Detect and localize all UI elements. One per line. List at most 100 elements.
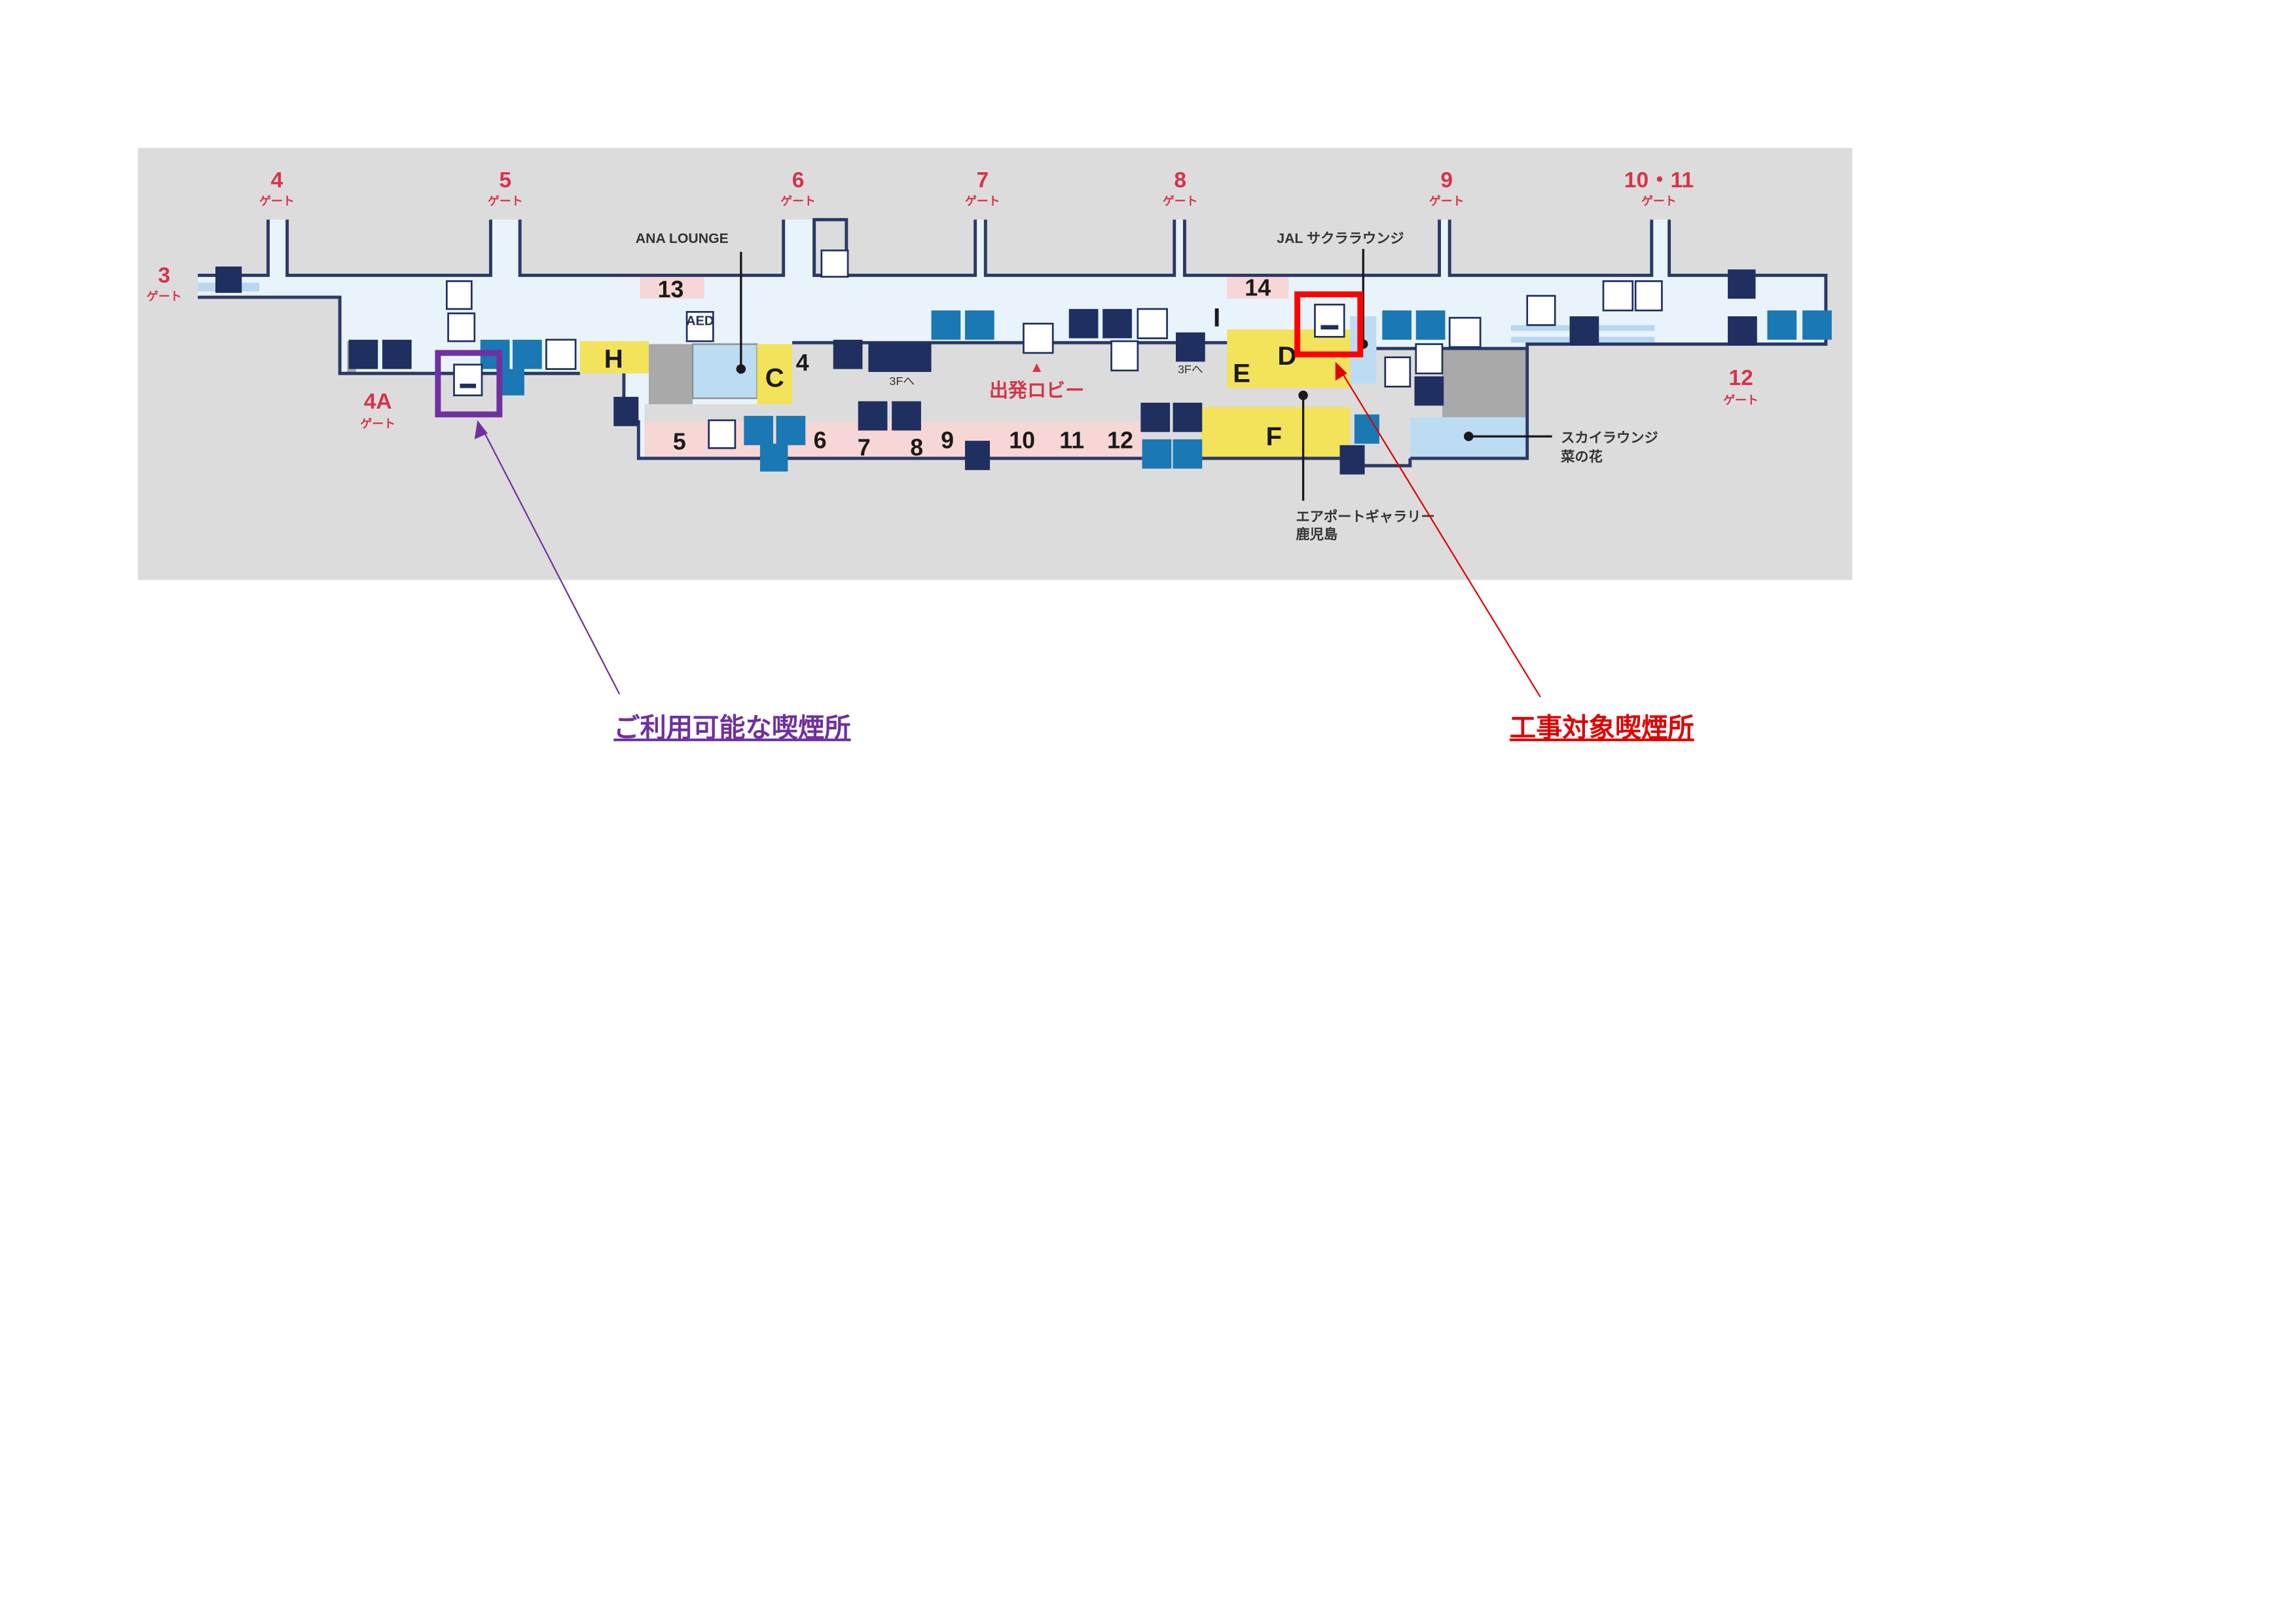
- gate-4a[interactable]: 4A ゲート: [360, 390, 395, 430]
- accessible-restroom-icon: [964, 310, 994, 340]
- escalator-icon: [858, 401, 888, 431]
- stairs-icon: [1602, 280, 1634, 312]
- information-icon: [1569, 316, 1599, 346]
- elevator-icon: [1339, 445, 1365, 475]
- gate-label: ゲート: [1429, 194, 1465, 208]
- gallery-label: エアポートギャラリー: [1296, 508, 1434, 525]
- to-3f-label: 3Fへ: [1178, 363, 1203, 376]
- stairs-icon: [445, 280, 473, 310]
- gate-label: ゲート: [965, 194, 1000, 208]
- spot-4: 4: [796, 350, 809, 376]
- shop-h-label: H: [604, 344, 623, 373]
- aed-icon: [685, 310, 714, 342]
- gallery-sublabel: 鹿児島: [1296, 526, 1338, 542]
- construction-highlight-box: [1294, 291, 1364, 358]
- spot-11: 11: [1059, 427, 1084, 453]
- accessible-restroom-icon: [1415, 310, 1446, 340]
- spot-14: 14: [1245, 275, 1271, 301]
- escalator-icon: [833, 339, 863, 369]
- shop-f-label: F: [1266, 422, 1283, 451]
- aed-icon: [1415, 343, 1444, 375]
- gate-label: ゲート: [1723, 393, 1758, 407]
- available-smoking-area-caption[interactable]: ご利用可能な喫煙所: [613, 713, 850, 743]
- smoking-room-construction[interactable]: [1294, 291, 1364, 358]
- shop-h[interactable]: [579, 341, 649, 374]
- gate-number: 4A: [364, 390, 392, 414]
- aed-text: AED: [686, 314, 714, 328]
- restroom-icons: [480, 310, 1832, 472]
- wheelchair-stair-icon: [1634, 280, 1663, 312]
- ana-lounge-label: ANA LOUNGE: [636, 231, 729, 246]
- wheelchair-stair-icon: [1384, 356, 1412, 388]
- sky-lounge-label: スカイラウンジ: [1561, 430, 1658, 445]
- restroom-icon: [744, 416, 774, 445]
- gate-label: ゲート: [259, 194, 295, 208]
- shop-f[interactable]: [1201, 407, 1351, 458]
- facility-icons: AED: [215, 249, 1757, 475]
- spot-6: 6: [814, 427, 827, 453]
- spot-8: 8: [910, 434, 923, 460]
- gate-number: 7: [976, 168, 989, 193]
- shop-e-label: E: [1233, 359, 1250, 388]
- elevator-icon: [964, 441, 990, 470]
- available-highlight-box: [435, 350, 503, 418]
- elevator-icon: [348, 339, 378, 369]
- to-3f-label: 3Fへ: [889, 375, 915, 388]
- accessible-restroom-icon: [1767, 310, 1797, 340]
- womens-restroom-icon: [1354, 414, 1379, 444]
- shuttle-icon: [1448, 316, 1482, 348]
- gate-12[interactable]: 12 ゲート: [1723, 366, 1758, 407]
- departure-lobby-label[interactable]: 出発ロビー: [989, 380, 1084, 401]
- elevator-icon: [1068, 308, 1099, 339]
- smoking-room-available[interactable]: [435, 350, 503, 418]
- spot-10: 10: [1009, 427, 1035, 453]
- elevator-icon: [613, 397, 639, 426]
- spot-13-bg: [640, 276, 704, 299]
- shop-de[interactable]: [1227, 329, 1351, 388]
- escalator-stairs-icon: [868, 342, 932, 373]
- stairs-icon: [892, 401, 921, 431]
- elevator-icon: [1728, 269, 1756, 299]
- shop-i-label: I: [1213, 303, 1220, 333]
- gate-label: ゲート: [488, 194, 523, 208]
- spot-7: 7: [858, 434, 871, 460]
- escalator-icon: [1140, 402, 1171, 432]
- stairs-icon: [1175, 332, 1205, 362]
- aed-icon: [1526, 295, 1556, 326]
- escalator-icon: [1102, 308, 1132, 339]
- accessible-restroom-icon: [1173, 439, 1203, 469]
- stairs-icon: [1173, 402, 1203, 432]
- gate-label: ゲート: [1641, 194, 1677, 208]
- restroom-icon: [1802, 310, 1832, 340]
- spot-9: 9: [941, 427, 954, 453]
- accessible-restroom-icon: [776, 416, 806, 445]
- gate-number: 4: [271, 168, 283, 193]
- construction-smoking-area-caption[interactable]: 工事対象喫煙所: [1510, 713, 1694, 743]
- smoking-icon: [1314, 303, 1345, 338]
- jal-lounge-label: JAL サクララウンジ: [1277, 231, 1404, 246]
- shop-c-label: C: [765, 363, 784, 392]
- gate-number: 12: [1729, 366, 1753, 390]
- restroom-icon: [931, 310, 961, 340]
- spot-12: 12: [1107, 427, 1133, 453]
- escalator-icon: [382, 339, 412, 369]
- smoking-icon-bar: [460, 383, 477, 388]
- gate-label: ゲート: [360, 416, 395, 430]
- smoking-icon-bar: [1321, 325, 1339, 330]
- gate-number: 3: [158, 264, 170, 288]
- gate-label: ゲート: [780, 194, 816, 208]
- shop-c[interactable]: [757, 344, 793, 405]
- smoking-icon: [453, 363, 483, 397]
- spot-13: 13: [658, 276, 684, 303]
- restroom-icon: [1142, 439, 1172, 469]
- available-callout-arrow: [474, 420, 621, 695]
- escalator-icon: [1728, 316, 1757, 346]
